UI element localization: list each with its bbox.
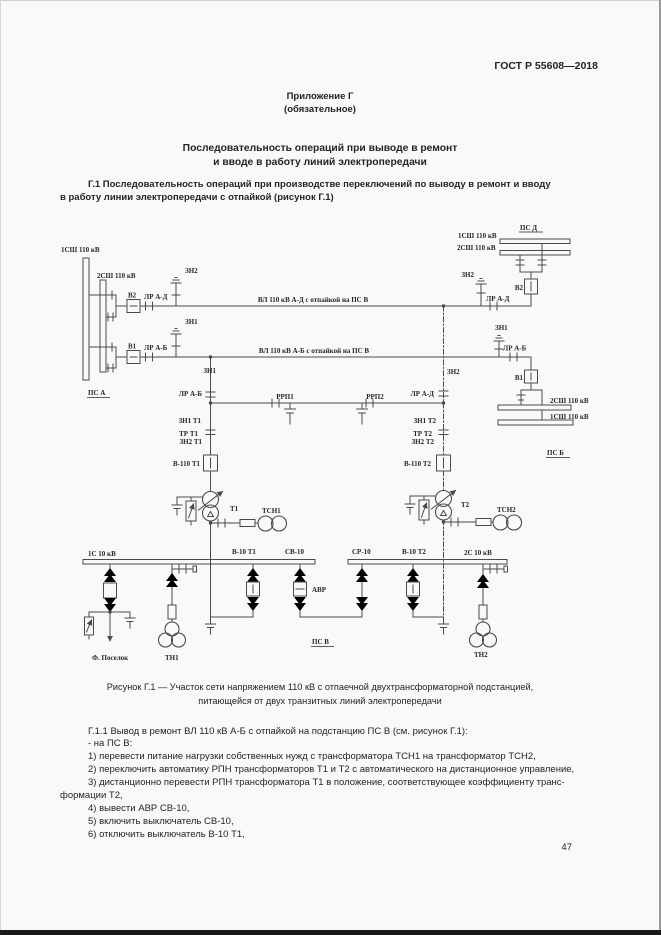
label-lr-ad-tap2: ЛР А-Д bbox=[411, 390, 435, 398]
label-v10-t2: В-10 Т2 bbox=[402, 548, 426, 556]
page-title-line2: и вводе в работу линий электропередачи bbox=[213, 157, 427, 168]
label-t2: Т2 bbox=[461, 501, 470, 509]
figure-caption-line1: Рисунок Г.1 — Участок сети напряжением 1… bbox=[106, 682, 534, 692]
body-line: 2) переключить автоматику РПН трансформа… bbox=[88, 764, 575, 775]
label-v1-psa: В1 bbox=[128, 343, 137, 351]
label-t1: Т1 bbox=[230, 505, 239, 513]
body-line: 4) вывести АВР СВ-10, bbox=[88, 803, 190, 814]
doc-header: ГОСТ Р 55608—2018 bbox=[494, 60, 598, 72]
label-tn1: ТН1 bbox=[165, 654, 179, 662]
label-rrp2: РРП2 bbox=[366, 393, 384, 401]
label-psa-bus2: 2СШ 110 кВ bbox=[97, 272, 136, 280]
psd-busbar-2 bbox=[499, 250, 571, 256]
label-line-ab: ВЛ 110 кВ А-Б с отпайкой на ПС В bbox=[259, 347, 369, 355]
page-number: 47 bbox=[561, 842, 572, 853]
label-zn1-psa: ЗН1 bbox=[185, 318, 198, 326]
transformer-tsn2 bbox=[492, 514, 509, 531]
figure-caption-line2: питающейся от двух транзитных линий элек… bbox=[198, 696, 442, 706]
label-v10-t1: В-10 Т1 bbox=[232, 548, 256, 556]
label-v2-psd: В2 bbox=[515, 284, 524, 292]
label-psd-bus1: 1СШ 110 кВ bbox=[458, 232, 497, 240]
label-tsn1: ТСН1 bbox=[262, 507, 281, 515]
page-edge-right bbox=[659, 0, 661, 935]
label-psb-bus2: 2СШ 110 кВ bbox=[550, 397, 589, 405]
label-ps-v: ПС В bbox=[312, 638, 329, 646]
label-zn2-psd: ЗН2 bbox=[461, 271, 474, 279]
label-ps-b: ПС Б bbox=[547, 449, 564, 457]
body-line: 5) включить выключатель СВ-10, bbox=[88, 816, 234, 827]
fuse-tn1 bbox=[167, 604, 177, 620]
label-line-ad: ВЛ 110 кВ А-Д с отпайкой на ПС В bbox=[258, 296, 369, 304]
bus-2s-10kv bbox=[347, 559, 508, 565]
fuse-tn2 bbox=[478, 604, 488, 620]
section-g1-line2: в работу линии электропередачи с отпайко… bbox=[60, 192, 334, 203]
body-line: 3) дистанционно перевести РПН трансформа… bbox=[88, 777, 565, 788]
label-lr-ad-psd: ЛР А-Д bbox=[486, 295, 510, 303]
label-v110-t1: В-110 Т1 bbox=[173, 460, 201, 468]
label-zn1-tap1: ЗН1 bbox=[203, 367, 216, 375]
psa-busbar-1 bbox=[82, 257, 90, 381]
psd-busbar-1 bbox=[499, 238, 571, 244]
vt-tn2 bbox=[475, 621, 491, 637]
psa-busbar-2 bbox=[99, 279, 107, 373]
page-edge-bottom bbox=[0, 930, 661, 935]
label-v1-psb: В1 bbox=[515, 374, 524, 382]
section-g1-line1: Г.1 Последовательность операций при прои… bbox=[88, 179, 551, 190]
label-avr: АВР bbox=[312, 586, 327, 594]
page-edge-top bbox=[0, 0, 661, 1]
diagram-wires bbox=[82, 238, 574, 648]
body-line: формации Т2, bbox=[60, 790, 123, 801]
fuse-tsn2 bbox=[475, 518, 492, 526]
label-bus2-10kv: 2С 10 кВ bbox=[464, 549, 492, 557]
label-zn1-psb: ЗН1 bbox=[495, 324, 508, 332]
transformer-tsn1 bbox=[257, 515, 274, 532]
appendix-title: Приложение Г bbox=[286, 91, 354, 102]
page-edge-left bbox=[0, 0, 1, 935]
label-psa-bus1: 1СШ 110 кВ bbox=[61, 246, 100, 254]
label-zn1-t1: ЗН1 Т1 bbox=[178, 417, 201, 425]
label-lr-ad-psa: ЛР А-Д bbox=[144, 293, 168, 301]
transformer-t1 bbox=[201, 490, 220, 509]
vt-tn1 bbox=[164, 621, 180, 637]
label-tsn2: ТСН2 bbox=[497, 506, 516, 514]
psb-busbar-1 bbox=[497, 419, 574, 426]
body-line: - на ПС В: bbox=[88, 738, 133, 749]
label-tn2: ТН2 bbox=[474, 651, 488, 659]
breaker-feeder bbox=[103, 582, 117, 599]
label-lr-ab-psa: ЛР А-Б bbox=[144, 344, 168, 352]
label-ps-d: ПС Д bbox=[520, 224, 537, 232]
label-zn2-tap2: ЗН2 bbox=[447, 368, 460, 376]
label-v2-psa: В2 bbox=[128, 292, 137, 300]
fuse-tsn1 bbox=[239, 519, 256, 527]
label-psb-bus1: 1СШ 110 кВ bbox=[550, 413, 589, 421]
transformer-t2 bbox=[434, 489, 453, 508]
label-lr-ab-tap1: ЛР А-Б bbox=[179, 390, 203, 398]
body-line: 1) перевести питание нагрузки собственны… bbox=[88, 751, 536, 762]
label-bus1-10kv: 1С 10 кВ bbox=[88, 550, 116, 558]
label-lr-ab-psb: ЛР А-Б bbox=[503, 345, 527, 353]
label-tr-t1: ТР Т1 bbox=[179, 430, 198, 438]
label-zn1-t2: ЗН1 Т2 bbox=[413, 417, 436, 425]
label-v110-t2: В-110 Т2 bbox=[404, 460, 432, 468]
section-g11-intro: Г.1.1 Вывод в ремонт ВЛ 110 кВ А-Б с отп… bbox=[88, 726, 468, 737]
diagram-labels: 1СШ 110 кВ 2СШ 110 кВ В2 ЛР А-Д ЗН2 В1 Л… bbox=[61, 224, 589, 662]
label-feeder: Ф. Поселок bbox=[92, 654, 129, 662]
label-zn2-t1: ЗН2 Т1 bbox=[179, 438, 202, 446]
label-psd-bus2: 2СШ 110 кВ bbox=[457, 244, 496, 252]
label-ps-a: ПС А bbox=[88, 389, 105, 397]
label-zn2-psa: ЗН2 bbox=[185, 267, 198, 275]
psb-busbar-2 bbox=[497, 404, 572, 411]
label-sv10: СВ-10 bbox=[285, 548, 305, 556]
label-rrp1: РРП1 bbox=[276, 393, 294, 401]
appendix-subtitle: (обязательное) bbox=[284, 104, 356, 115]
label-tr-t2: ТР Т2 bbox=[413, 430, 432, 438]
label-zn2-t2: ЗН2 Т2 bbox=[411, 438, 434, 446]
body-line: 6) отключить выключатель В-10 Т1, bbox=[88, 829, 245, 840]
label-sr10: СР-10 bbox=[352, 548, 371, 556]
page-title-line1: Последовательность операций при выводе в… bbox=[182, 143, 458, 154]
bus-1s-10kv bbox=[82, 559, 316, 565]
